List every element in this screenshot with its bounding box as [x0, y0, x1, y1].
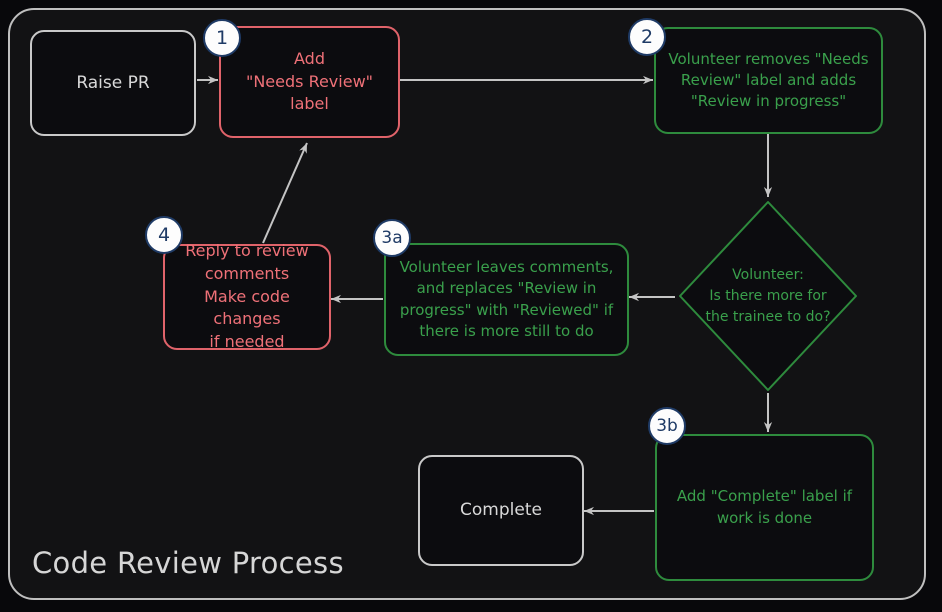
node-volunteer-leaves-comments[interactable]: Volunteer leaves comments, and replaces …: [384, 243, 629, 356]
diagram-title: Code Review Process: [32, 546, 344, 580]
badge-step-3b: 3b: [648, 407, 686, 445]
node-volunteer-removes-label[interactable]: Volunteer removes "Needs Review" label a…: [654, 27, 883, 134]
node-raise-pr-label: Raise PR: [76, 72, 150, 93]
badge-step-4: 4: [145, 216, 183, 254]
node-volunteer-leaves-comments-text: Volunteer leaves comments, and replaces …: [399, 257, 614, 340]
node-raise-pr[interactable]: Raise PR: [30, 30, 196, 136]
node-reply-to-review[interactable]: Reply to review comments Make code chang…: [163, 241, 331, 351]
badge-step-1: 1: [203, 19, 241, 57]
node-add-needs-review-text: Add "Needs Review" label: [245, 48, 374, 114]
node-add-complete-label[interactable]: Add "Complete" label if work is done: [655, 434, 874, 581]
decision-diamond-shape: [679, 201, 857, 391]
node-add-complete-label-text: Add "Complete" label if work is done: [676, 487, 853, 527]
node-reply-to-review-text: Reply to review comments Make code chang…: [185, 241, 309, 352]
badge-step-2: 2: [628, 18, 666, 56]
node-decision-more-work-label: Volunteer: Is there more for the trainee…: [705, 266, 831, 325]
node-decision-more-work[interactable]: Volunteer: Is there more for the trainee…: [676, 198, 860, 394]
badge-step-3a: 3a: [373, 219, 411, 257]
node-add-needs-review-label[interactable]: Add "Needs Review" label: [219, 26, 400, 138]
node-complete-label: Complete: [460, 500, 542, 521]
node-volunteer-removes-text: Volunteer removes "Needs Review" label a…: [668, 49, 869, 111]
node-complete[interactable]: Complete: [418, 455, 584, 566]
